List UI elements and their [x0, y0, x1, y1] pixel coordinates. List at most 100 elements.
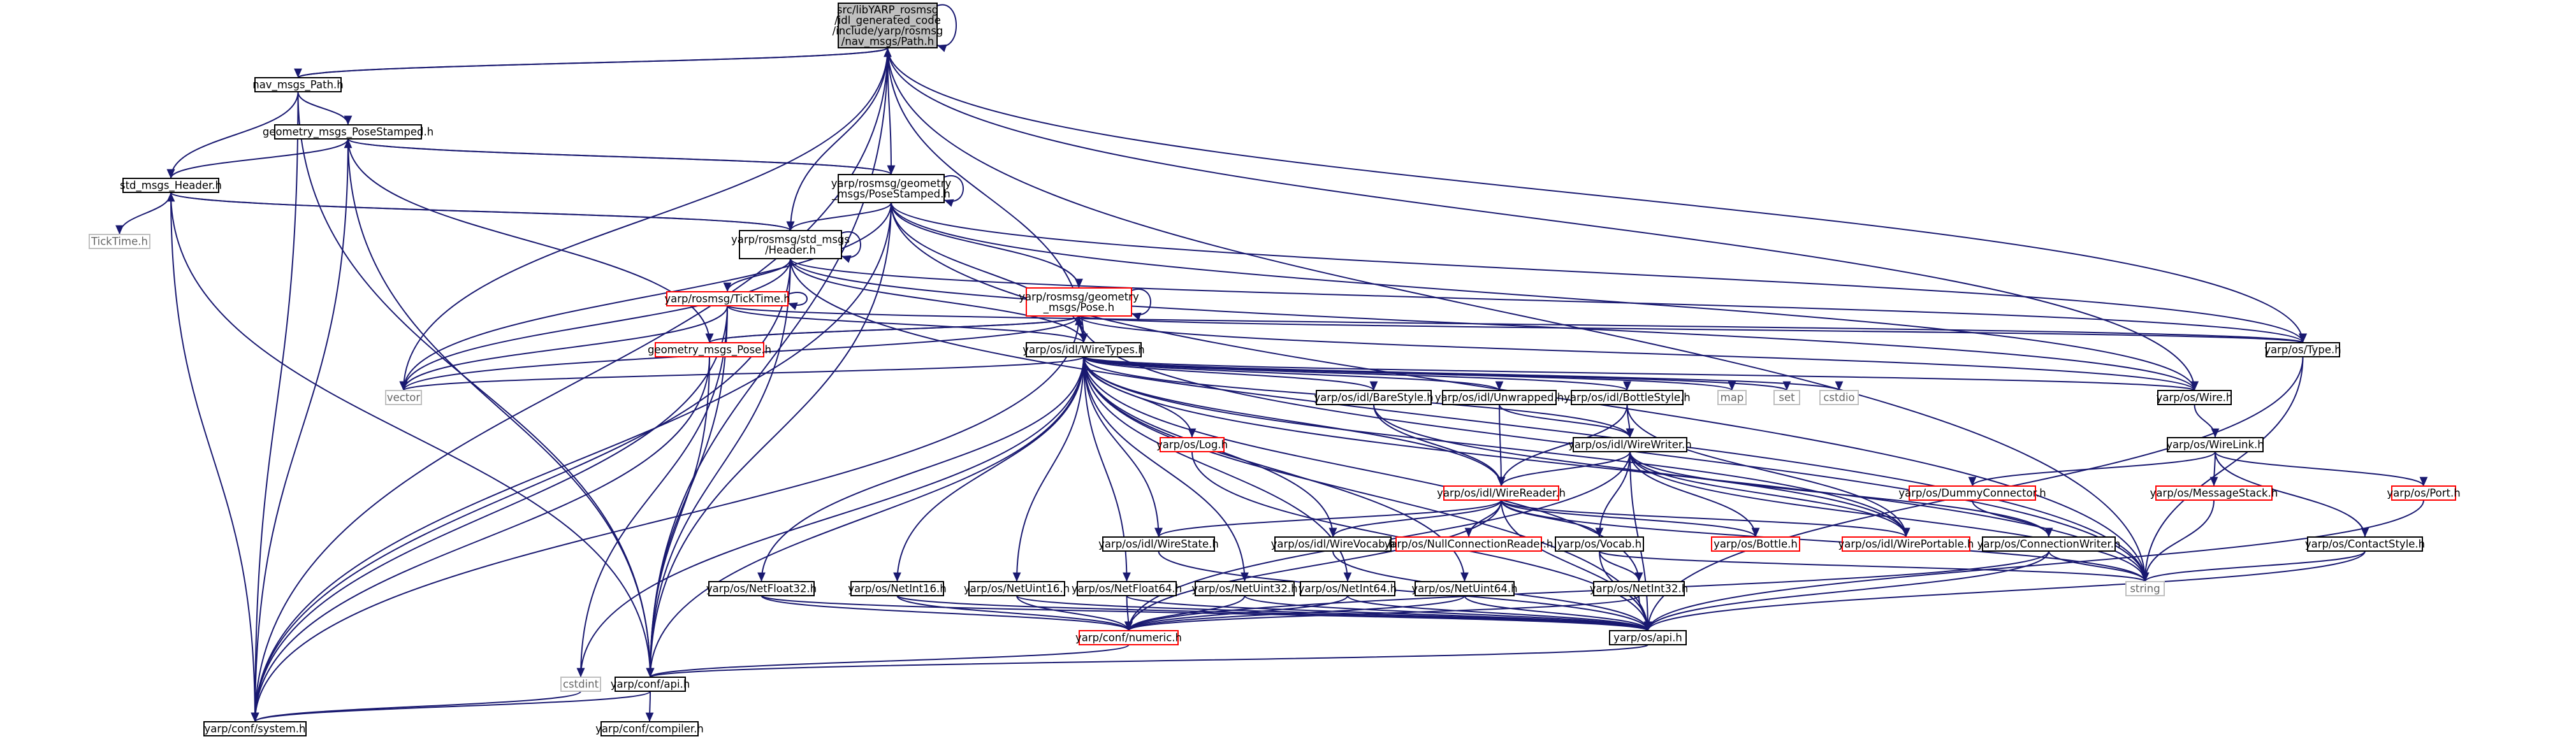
node-port[interactable]: yarp/os/Port.h [2387, 485, 2461, 501]
node-label-log: yarp/os/Log.h [1156, 439, 1228, 451]
node-layer: src/libYARP_rosmsg/idl_generated_code/in… [89, 3, 2461, 736]
edge-std_header-to-confapi [170, 192, 655, 678]
edge-contactstyle-to-osapi [1643, 550, 2366, 631]
node-yr_header[interactable]: yarp/rosmsg/std_msgs/Header.h [731, 230, 850, 259]
node-label-yr_ticktime: yarp/rosmsg/TickTime.h [664, 293, 790, 305]
node-cstdint[interactable]: cstdint [560, 677, 601, 692]
edge-numeric-to-confapi [646, 644, 1130, 678]
node-nullconnreader[interactable]: yarp/os/NullConnectionReader.h [1385, 536, 1554, 552]
node-ticktime_missing[interactable]: TickTime.h [89, 234, 150, 249]
node-numeric[interactable]: yarp/conf/numeric.h [1075, 630, 1182, 645]
node-yr_ticktime[interactable]: yarp/rosmsg/TickTime.h [664, 291, 790, 306]
node-wire[interactable]: yarp/os/Wire.h [2157, 390, 2233, 405]
node-osapi[interactable]: yarp/os/api.h [1609, 630, 1687, 645]
edge-wirereader-to-wireportable [1501, 499, 1910, 538]
node-label-connwriter: yarp/os/ConnectionWriter.h [1977, 538, 2121, 550]
node-compiler[interactable]: yarp/conf/compiler.h [595, 721, 704, 736]
node-contactstyle[interactable]: yarp/os/ContactStyle.h [2305, 536, 2425, 552]
node-netuint64[interactable]: yarp/os/NetUint64.h [1411, 581, 1518, 596]
node-box-log [1160, 437, 1225, 452]
node-label-type: yarp/os/Type.h [2264, 344, 2341, 356]
node-wirereader[interactable]: yarp/os/idl/WireReader.h [1437, 485, 1566, 501]
node-system[interactable]: yarp/conf/system.h [203, 721, 307, 736]
node-box-msgstack [2155, 485, 2273, 501]
node-string[interactable]: string [2125, 581, 2165, 596]
node-box-nullconnreader [1395, 536, 1542, 552]
edge-wiretypes-to-cstdint [576, 356, 1084, 678]
node-confapi[interactable]: yarp/conf/api.h [611, 677, 690, 692]
node-box-contactstyle [2307, 536, 2423, 552]
node-label-wiretypes: yarp/os/idl/WireTypes.h [1022, 344, 1144, 356]
node-wiretypes[interactable]: yarp/os/idl/WireTypes.h [1022, 342, 1145, 357]
node-wirewriter[interactable]: yarp/os/idl/WireWriter.h [1568, 437, 1692, 452]
node-vector[interactable]: vector [385, 390, 422, 405]
node-wirevocab[interactable]: yarp/os/idl/WireVocab.h [1271, 536, 1395, 552]
edge-wirelink-to-port [2215, 451, 2428, 487]
node-netint32[interactable]: yarp/os/NetInt32.h [1590, 581, 1688, 596]
node-label-set: set [1779, 392, 1795, 404]
node-label-vector: vector [387, 392, 421, 404]
node-box-netint64 [1300, 581, 1395, 596]
node-box-netfloat32 [708, 581, 815, 596]
node-label-wirevocab: yarp/os/idl/WireVocab.h [1271, 538, 1395, 550]
node-label-yr_header: yarp/rosmsg/std_msgs [731, 233, 850, 246]
node-vocab[interactable]: yarp/os/Vocab.h [1555, 536, 1644, 552]
node-box-wirevocab [1274, 536, 1392, 552]
node-label-msgstack: yarp/os/MessageStack.h [2150, 487, 2278, 499]
node-box-osapi [1609, 630, 1687, 645]
edge-vocab-to-string [1599, 550, 2149, 582]
node-label-netuint64: yarp/os/NetUint64.h [1411, 583, 1517, 595]
edge-wiretypes-to-wireportable [1083, 356, 1910, 538]
edge-wire-to-wirelink [2194, 404, 2220, 438]
node-root[interactable]: src/libYARP_rosmsg/idl_generated_code/in… [833, 3, 943, 48]
node-label-barestyle: yarp/os/idl/BareStyle.h [1314, 392, 1433, 404]
node-nav_path[interactable]: nav_msgs_Path.h [252, 77, 344, 92]
node-std_header[interactable]: std_msgs_Header.h [120, 178, 222, 193]
node-geom_pose_stamped[interactable]: geometry_msgs_PoseStamped.h [263, 124, 433, 140]
node-netint16[interactable]: yarp/os/NetInt16.h [848, 581, 947, 596]
node-geom_pose[interactable]: geometry_msgs_Pose.h [648, 342, 771, 357]
node-log[interactable]: yarp/os/Log.h [1156, 437, 1228, 452]
node-box-netuint32 [1195, 581, 1295, 596]
edge-wiretypes-to-netfloat32 [757, 356, 1084, 582]
node-netint64[interactable]: yarp/os/NetInt64.h [1299, 581, 1397, 596]
node-yr_pose_stamped[interactable]: yarp/rosmsg/geometry_msgs/PoseStamped.h [831, 174, 952, 203]
edge-std_header-to-system [170, 192, 259, 722]
node-yr_pose[interactable]: yarp/rosmsg/geometry_msgs/Pose.h [1019, 287, 1139, 317]
node-box-wiretypes [1026, 342, 1142, 357]
node-bottlestyle[interactable]: yarp/os/idl/BottleStyle.h [1564, 390, 1691, 405]
node-map[interactable]: map [1717, 390, 1747, 405]
node-box-geom_pose_stamped [274, 124, 422, 140]
edge-yr_pose-to-system [251, 315, 1080, 722]
node-box-wirewriter [1573, 437, 1687, 452]
node-netfloat64[interactable]: yarp/os/NetFloat64.h [1072, 581, 1182, 596]
node-connwriter[interactable]: yarp/os/ConnectionWriter.h [1977, 536, 2121, 552]
node-wireportable[interactable]: yarp/os/idl/WirePortable.h [1838, 536, 1974, 552]
edge-dummyconn-to-connwriter [1972, 499, 2053, 538]
edge-layer [115, 4, 2428, 722]
node-set[interactable]: set [1773, 390, 1800, 405]
node-netuint16[interactable]: yarp/os/NetUint16.h [964, 581, 1070, 596]
node-netuint32[interactable]: yarp/os/NetUint32.h [1191, 581, 1298, 596]
node-dummyconn[interactable]: yarp/os/DummyConnector.h [1898, 485, 2046, 501]
node-label-wire: yarp/os/Wire.h [2157, 392, 2233, 404]
edge-root-to-root [936, 4, 957, 52]
node-box-system [203, 721, 307, 736]
node-unwrapped[interactable]: yarp/os/idl/Unwrapped.h [1435, 390, 1564, 405]
node-label-yr_pose: yarp/rosmsg/geometry [1019, 291, 1139, 303]
edge-nav_path-to-std_header [166, 91, 299, 179]
edge-geom_pose-to-confapi [646, 356, 710, 678]
node-cstdio[interactable]: cstdio [1819, 390, 1859, 405]
node-type[interactable]: yarp/os/Type.h [2264, 342, 2341, 357]
node-wirestate[interactable]: yarp/os/idl/WireState.h [1098, 536, 1219, 552]
node-wirelink[interactable]: yarp/os/WireLink.h [2166, 437, 2264, 452]
node-netfloat32[interactable]: yarp/os/NetFloat32.h [706, 581, 817, 596]
node-label-wirereader: yarp/os/idl/WireReader.h [1437, 487, 1566, 499]
node-bottle[interactable]: yarp/os/Bottle.h [1711, 536, 1800, 552]
edge-type-to-string [2141, 356, 2304, 582]
node-box-wirereader [1443, 485, 1559, 501]
node-label-cstdint: cstdint [563, 678, 599, 691]
node-msgstack[interactable]: yarp/os/MessageStack.h [2150, 485, 2278, 501]
node-barestyle[interactable]: yarp/os/idl/BareStyle.h [1314, 390, 1434, 405]
